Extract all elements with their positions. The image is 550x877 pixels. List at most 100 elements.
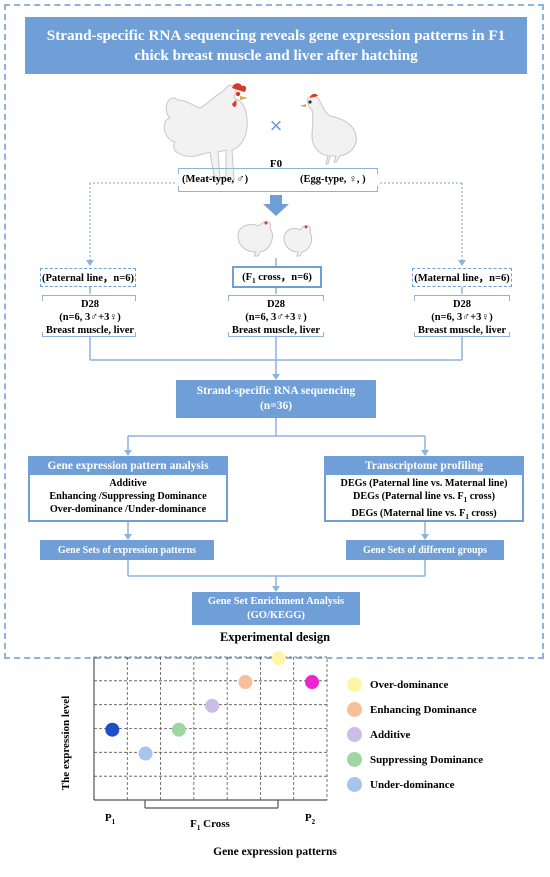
gsea-subtitle: (GO/KEGG) bbox=[247, 609, 305, 621]
f1-sample-bracket-bottom bbox=[228, 332, 324, 337]
f0-label: F0 bbox=[269, 158, 283, 170]
f1-cross-plot-label: F1 Cross bbox=[170, 818, 250, 832]
maternal-sample-text: D28 (n=6, 3♂+3♀) Breast muscle, liver bbox=[408, 298, 516, 337]
sequencing-title: Strand-specific RNA sequencing bbox=[196, 385, 356, 397]
sequencing-count: (n=36) bbox=[259, 400, 293, 412]
f1-n: (n=6, 3♂+3♀) bbox=[245, 312, 307, 323]
p2-letter: P bbox=[304, 812, 312, 824]
f1-cross-suffix: Cross bbox=[200, 818, 230, 830]
paternal-sample-bracket-top bbox=[42, 295, 136, 301]
gsea-title: Gene Set Enrichment Analysis bbox=[207, 595, 345, 607]
f1-cross-sub: 1 bbox=[196, 824, 201, 833]
data-point-2 bbox=[171, 722, 186, 737]
f1-cross-letter: F bbox=[190, 818, 197, 830]
legend-dot-icon bbox=[347, 727, 362, 742]
transcriptome-panel: Transcriptome profiling DEGs (Paternal l… bbox=[324, 456, 524, 522]
f1-sample-text: D28 (n=6, 3♂+3♀) Breast muscle, liver bbox=[222, 298, 330, 337]
diagram-title: Strand-specific RNA sequencing reveals g… bbox=[25, 17, 527, 74]
x-axis-label: Gene expression patterns bbox=[213, 846, 337, 858]
title-text: Strand-specific RNA sequencing reveals g… bbox=[46, 26, 506, 64]
egg-type-label: (Egg-type, ♀, ) bbox=[300, 174, 366, 185]
f1-cross-box: (F1 cross，n=6) bbox=[232, 266, 322, 288]
p1-sub: 1 bbox=[111, 818, 116, 827]
degs-paternal-f1: DEGs (Paternal line vs. F1 cross) bbox=[326, 490, 522, 507]
maternal-sample-bracket-bottom bbox=[414, 332, 510, 337]
f1-prefix: (F bbox=[242, 271, 253, 283]
f1-tissue: Breast muscle, liver bbox=[231, 325, 321, 336]
legend-item: Enhancing Dominance bbox=[347, 702, 477, 717]
legend-label: Over-dominance bbox=[370, 678, 449, 691]
legend-dot-icon bbox=[347, 677, 362, 692]
data-point-4 bbox=[238, 675, 253, 690]
degs-maternal-f1-b: cross) bbox=[468, 508, 497, 520]
data-point-3 bbox=[205, 698, 220, 713]
legend-dot-icon bbox=[347, 702, 362, 717]
paternal-tissue: Breast muscle, liver bbox=[45, 325, 135, 336]
maternal-line-box: (Maternal line，n=6) bbox=[412, 268, 512, 287]
maternal-sample-bracket-top bbox=[414, 295, 510, 301]
degs-maternal-f1-sub: 1 bbox=[465, 513, 469, 522]
f1-sample-bracket-top bbox=[228, 295, 324, 301]
f0-bracket-bottom bbox=[178, 186, 378, 192]
legend-item: Under-dominance bbox=[347, 777, 455, 792]
degs-paternal-maternal: DEGs (Paternal line vs. Maternal line) bbox=[340, 478, 508, 489]
f1-suffix: cross，n=6) bbox=[255, 271, 312, 283]
f1-day: D28 bbox=[266, 299, 286, 310]
p2-label: P2 bbox=[295, 812, 325, 826]
pattern-analysis-body: Additive Enhancing /Suppressing Dominanc… bbox=[30, 475, 226, 516]
data-point-5 bbox=[271, 651, 286, 666]
transcriptome-body: DEGs (Paternal line vs. Maternal line) D… bbox=[326, 475, 522, 524]
maternal-line-label: (Maternal line，n=6) bbox=[414, 273, 510, 284]
paternal-line-label: (Paternal line，n=6) bbox=[41, 273, 134, 284]
meat-type-label: (Meat-type, ♂) bbox=[182, 174, 249, 185]
data-point-1 bbox=[138, 746, 153, 761]
degs-paternal-f1-a: DEGs (Paternal line vs. F bbox=[353, 491, 464, 502]
f1-sub: 1 bbox=[252, 277, 256, 286]
gene-sets-patterns-box: Gene Sets of expression patterns bbox=[40, 540, 214, 560]
cross-icon: × bbox=[270, 113, 283, 138]
legend-dot-icon bbox=[347, 777, 362, 792]
gsea-box: Gene Set Enrichment Analysis (GO/KEGG) bbox=[192, 592, 360, 625]
p2-sub: 2 bbox=[311, 818, 316, 827]
pattern-line-dominance: Enhancing /Suppressing Dominance bbox=[49, 491, 207, 502]
paternal-sample-bracket-bottom bbox=[42, 332, 136, 337]
legend-label: Enhancing Dominance bbox=[370, 703, 477, 716]
maternal-day: D28 bbox=[452, 299, 472, 310]
p1-letter: P bbox=[104, 812, 112, 824]
legend-label: Suppressing Dominance bbox=[370, 753, 484, 766]
legend-dot-icon bbox=[347, 752, 362, 767]
paternal-n: (n=6, 3♂+3♀) bbox=[59, 312, 121, 323]
pattern-line-overdominance: Over-dominance /Under-dominance bbox=[49, 504, 207, 515]
legend-item: Suppressing Dominance bbox=[347, 752, 483, 767]
pattern-analysis-panel: Gene expression pattern analysis Additiv… bbox=[28, 456, 228, 522]
legend-label: Additive bbox=[370, 728, 411, 741]
degs-maternal-f1: DEGs (Maternal line vs. F1 cross) bbox=[326, 507, 522, 524]
degs-paternal-f1-b: cross) bbox=[467, 491, 495, 502]
f1-cross-label: (F1 cross，n=6) bbox=[242, 269, 312, 285]
paternal-sample-text: D28 (n=6, 3♂+3♀) Breast muscle, liver bbox=[38, 298, 142, 337]
maternal-n: (n=6, 3♂+3♀) bbox=[431, 312, 493, 323]
pattern-line-additive: Additive bbox=[109, 478, 147, 489]
experimental-design-label: Experimental design bbox=[219, 630, 331, 644]
paternal-day: D28 bbox=[80, 299, 100, 310]
maternal-tissue: Breast muscle, liver bbox=[417, 325, 507, 336]
gene-sets-patterns-label: Gene Sets of expression patterns bbox=[57, 544, 197, 556]
legend-label: Under-dominance bbox=[370, 778, 455, 791]
degs-maternal-f1-a: DEGs (Maternal line vs. F bbox=[351, 508, 466, 520]
down-arrow-icon bbox=[263, 195, 289, 216]
legend-item: Additive bbox=[347, 727, 410, 742]
y-axis-label: The expression level bbox=[60, 695, 72, 791]
paternal-line-box: (Paternal line，n=6) bbox=[40, 268, 136, 287]
degs-paternal-f1-sub: 1 bbox=[463, 496, 468, 505]
sequencing-box: Strand-specific RNA sequencing (n=36) bbox=[176, 380, 376, 418]
pattern-analysis-header: Gene expression pattern analysis bbox=[30, 458, 226, 475]
gene-sets-groups-label: Gene Sets of different groups bbox=[362, 544, 488, 556]
gene-sets-groups-box: Gene Sets of different groups bbox=[346, 540, 504, 560]
f0-bracket bbox=[178, 168, 378, 174]
p1-label: P1 bbox=[95, 812, 125, 826]
legend-item: Over-dominance bbox=[347, 677, 448, 692]
